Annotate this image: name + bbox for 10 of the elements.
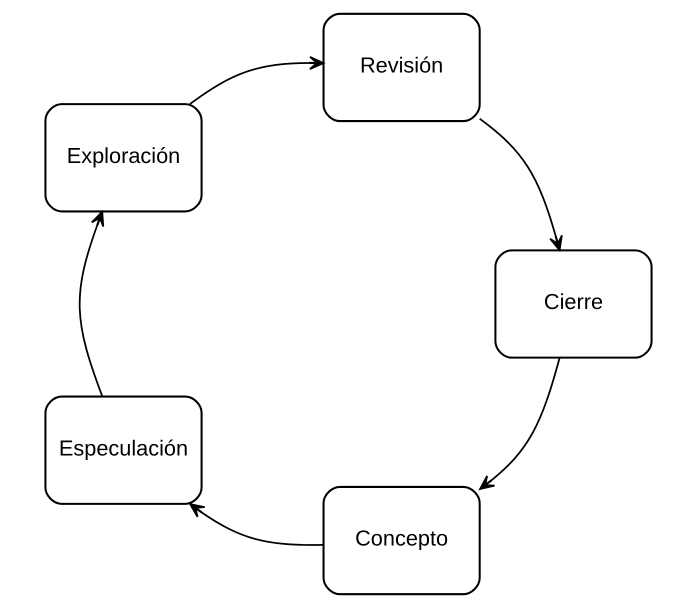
node-box: Cierre <box>494 249 653 359</box>
node-box: Exploración <box>44 103 203 212</box>
node-box: Concepto <box>322 486 481 596</box>
arrow <box>479 358 560 490</box>
arrow <box>189 503 323 546</box>
arrow <box>479 118 563 252</box>
arrow <box>189 56 324 105</box>
arrow <box>78 210 104 397</box>
node-box: Revisión <box>322 12 481 122</box>
node-box: Especulación <box>44 396 203 505</box>
